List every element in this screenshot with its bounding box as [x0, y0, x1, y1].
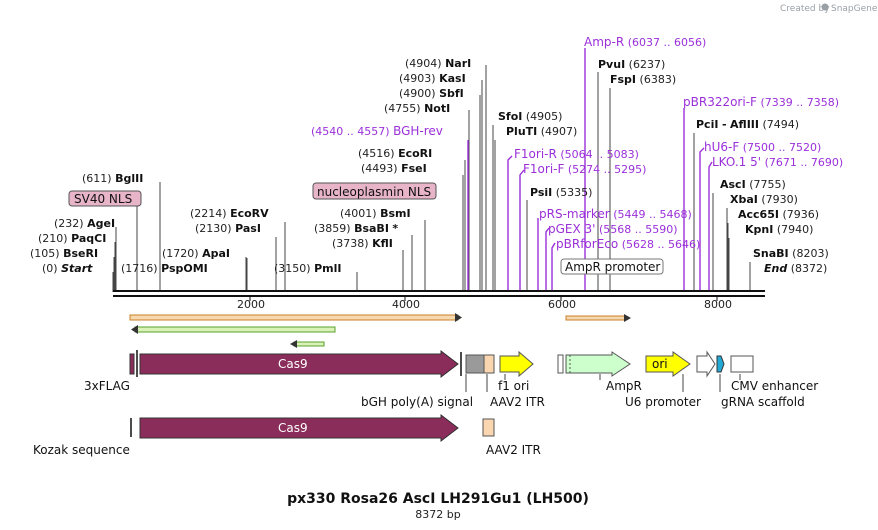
ruler-tick-4000: 4000 — [392, 298, 420, 311]
primer-pgex-3[interactable]: pGEX 3' (5568 .. 5590) — [548, 222, 678, 236]
site-nari[interactable]: (4904) NarI — [405, 57, 471, 70]
translation-arrow-cas9[interactable] — [129, 313, 462, 322]
feature-ori[interactable]: ori — [645, 351, 691, 377]
ruler-tick-8000: 8000 — [704, 298, 732, 311]
primer-bgh-rev[interactable]: (4540 .. 4557) BGH-rev — [311, 124, 443, 138]
primer-lko1-5[interactable]: LKO.1 5' (7671 .. 7690) — [712, 155, 843, 169]
site-bglii[interactable]: (611) BglII — [82, 172, 143, 185]
label-3xflag: 3xFLAG — [84, 379, 130, 393]
snapgene-logo — [821, 3, 829, 11]
primer-pbrforeco[interactable]: pBRforEco (5628 .. 5646) — [556, 237, 700, 251]
site-pmli[interactable]: (3150) PmlI — [274, 262, 341, 275]
box-sv40-nls-label: SV40 NLS — [74, 192, 132, 206]
translation-arrow-ampr[interactable] — [565, 314, 631, 322]
box-ampr-promoter-label: AmpR promoter — [565, 260, 660, 274]
label-f1-ori: f1 ori — [498, 379, 529, 393]
site-snabi[interactable]: SnaBI (8203) — [753, 247, 829, 260]
site-noti[interactable]: (4755) NotI — [384, 102, 450, 115]
site-start[interactable]: (0) Start — [42, 262, 93, 275]
ruler-tick-2000: 2000 — [237, 298, 265, 311]
label-kozak-sequence: Kozak sequence — [33, 443, 130, 457]
backbone — [113, 290, 765, 301]
site-pasi[interactable]: (2130) PasI — [195, 222, 261, 235]
translation-arrow-reverse-short[interactable] — [290, 340, 325, 348]
feature-3xflag[interactable] — [129, 353, 135, 375]
feature-bgh-polya[interactable] — [465, 354, 485, 374]
site-kpni[interactable]: KpnI (7940) — [745, 223, 813, 236]
map-subtitle: 8372 bp — [415, 508, 460, 521]
site-acc65i[interactable]: Acc65I (7936) — [738, 208, 819, 221]
box-sv40-nls[interactable]: SV40 NLS — [68, 190, 142, 207]
primer-f1ori-r[interactable]: F1ori-R (5064 .. 5083) — [514, 147, 639, 161]
feature-leader-lines — [465, 374, 741, 392]
feature-u6-promoter[interactable] — [696, 350, 716, 378]
site-leader-lines — [112, 65, 751, 292]
primer-leader-lines — [467, 48, 713, 292]
site-bsabi[interactable]: (3859) BsaBI * — [314, 222, 398, 235]
map-title: px330 Rosa26 AscI LH291Gu1 (LH500) — [287, 491, 589, 507]
site-sfoi[interactable]: SfoI (4905) — [498, 110, 562, 123]
site-pluti[interactable]: PluTI (4907) — [506, 125, 577, 138]
label-aav2-itr-2: AAV2 ITR — [486, 443, 541, 457]
site-psii[interactable]: PsiI (5335) — [530, 186, 592, 199]
feature-aav2-itr-2[interactable] — [482, 418, 495, 437]
box-nucleoplasmin-nls-label: nucleoplasmin NLS — [317, 185, 431, 199]
feature-ampr-promoter-bar[interactable] — [557, 354, 564, 374]
ruler-tick-6000: 6000 — [548, 298, 576, 311]
feature-ori-label: ori — [652, 357, 668, 371]
label-aav2-itr: AAV2 ITR — [490, 395, 545, 409]
feature-cmv-enhancer[interactable] — [730, 355, 754, 373]
primer-f1ori-f[interactable]: F1ori-F (5274 .. 5295) — [523, 162, 646, 176]
primer-amp-r[interactable]: Amp-R (6037 .. 6056) — [584, 35, 706, 49]
label-bgh-polya: bGH poly(A) signal — [361, 395, 473, 409]
site-paqci[interactable]: (210) PaqCI — [38, 232, 106, 245]
site-kfli[interactable]: (3738) KflI — [332, 237, 393, 250]
site-pvui[interactable]: PvuI (6237) — [598, 58, 665, 71]
label-u6-promoter: U6 promoter — [625, 395, 701, 409]
site-sbfi[interactable]: (4900) SbfI — [399, 87, 464, 100]
credit-brand: SnapGene — [831, 4, 878, 14]
box-ampr-promoter[interactable]: AmpR promoter — [560, 258, 664, 275]
label-grna-scaffold: gRNA scaffold — [721, 395, 805, 409]
feature-cas9[interactable]: Cas9 — [139, 349, 459, 379]
feature-f1-ori[interactable] — [499, 350, 534, 378]
feature-grna-scaffold[interactable] — [716, 355, 725, 373]
feature-cas9-label: Cas9 — [278, 357, 308, 371]
translation-arrow-reverse[interactable] — [131, 325, 336, 334]
site-apai[interactable]: (1720) ApaI — [162, 247, 230, 260]
box-nucleoplasmin-nls[interactable]: nucleoplasmin NLS — [312, 182, 437, 200]
site-fsei[interactable]: (4493) FseI — [361, 162, 427, 175]
label-cmv-enhancer: CMV enhancer — [731, 379, 818, 393]
feature-ampr[interactable] — [565, 351, 631, 377]
site-pcii-afliii[interactable]: PciI - AflIII (7494) — [696, 118, 799, 131]
site-pspomi[interactable]: (1716) PspOMI — [121, 262, 208, 275]
primer-prs-marker[interactable]: pRS-marker (5449 .. 5468) — [539, 207, 692, 221]
primer-pbr322ori-f[interactable]: pBR322ori-F (7339 .. 7358) — [683, 95, 839, 109]
site-asci[interactable]: AscI (7755) — [720, 178, 786, 191]
credit-text: Created by — [780, 4, 830, 14]
feature-aav2-itr[interactable] — [483, 354, 495, 374]
site-ecori[interactable]: (4516) EcoRI — [358, 147, 432, 160]
feature-cas9-2-label: Cas9 — [278, 421, 308, 435]
site-kasi[interactable]: (4903) KasI — [399, 72, 466, 85]
site-fspi[interactable]: FspI (6383) — [610, 73, 676, 86]
site-agei[interactable]: (232) AgeI — [54, 217, 115, 230]
site-bsmi[interactable]: (4001) BsmI — [340, 207, 411, 220]
site-ecorv[interactable]: (2214) EcoRV — [190, 207, 269, 220]
site-end[interactable]: End (8372) — [764, 262, 827, 275]
site-bseri[interactable]: (105) BseRI — [30, 247, 98, 260]
site-xbai[interactable]: XbaI (7930) — [730, 193, 798, 206]
primer-hu6-f[interactable]: hU6-F (7500 .. 7520) — [704, 140, 821, 154]
label-ampr: AmpR — [606, 379, 642, 393]
feature-cas9-2[interactable]: Cas9 — [139, 413, 459, 443]
